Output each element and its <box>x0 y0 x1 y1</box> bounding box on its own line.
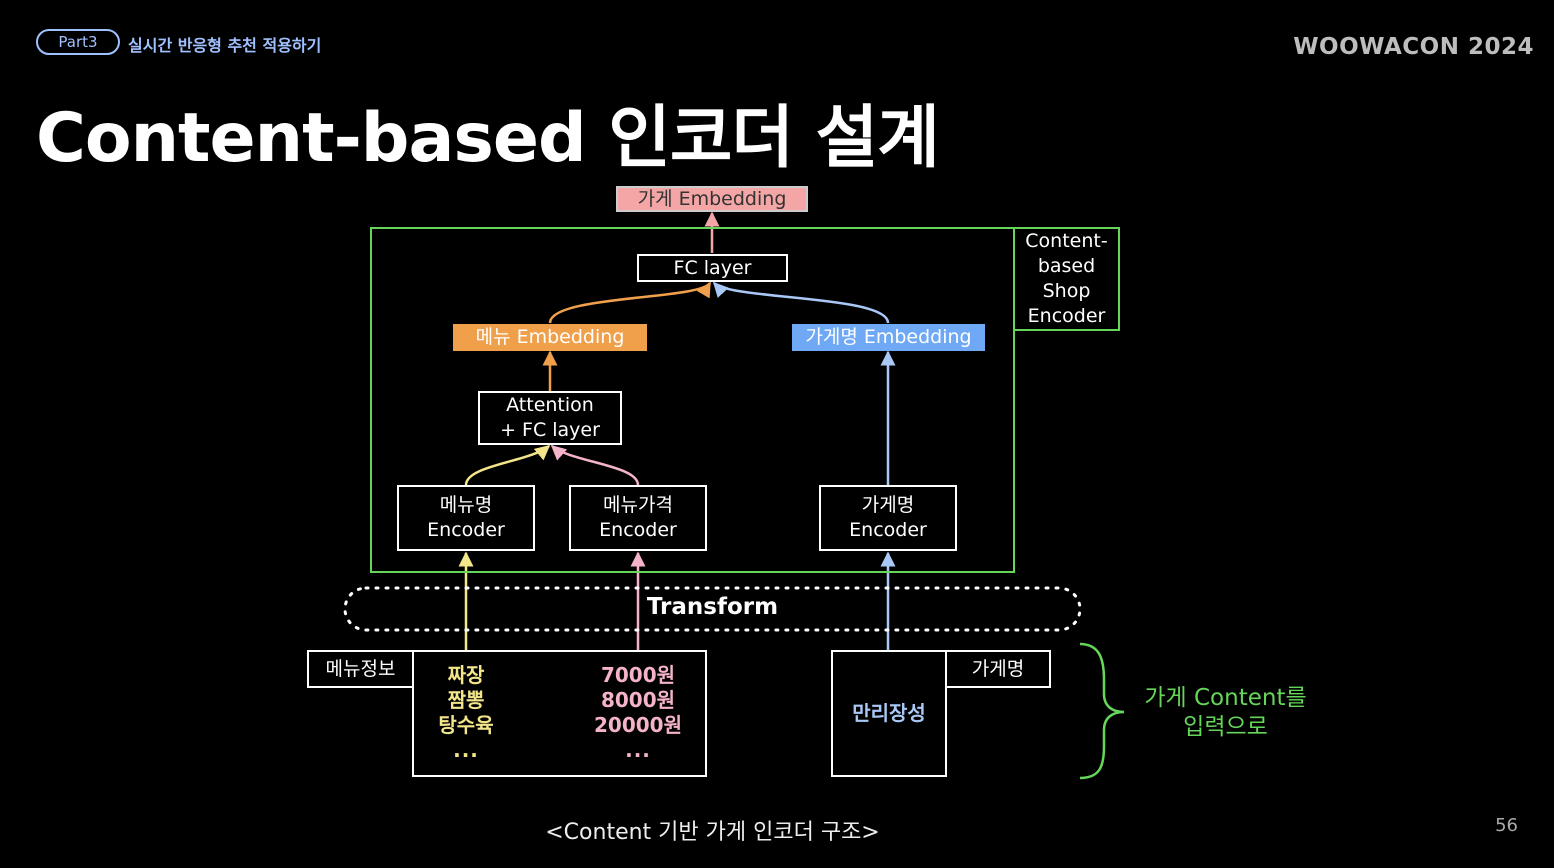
arrow-menu-emb-to-fc <box>548 281 712 324</box>
menuprice-encoder-line1: 메뉴가격 <box>603 494 673 516</box>
attention-label-line1: Attention <box>506 394 594 416</box>
arrow-shop-emb-to-fc <box>712 281 890 324</box>
menu-price-item: 20000원 <box>594 713 682 737</box>
breadcrumb: 실시간 반응형 추천 적용하기 <box>128 36 322 55</box>
menu-name-item: 탕수육 <box>438 713 494 737</box>
input-note-line1: 가게 Content를 <box>1144 685 1307 711</box>
transform-label: Transform <box>646 594 779 620</box>
menu-embedding-box: 메뉴 Embedding <box>453 324 647 351</box>
shop-encoder-label: Content- based Shop Encoder <box>1013 227 1120 331</box>
arrow-menuprice-to-attention <box>550 445 640 486</box>
page-title: Content-based 인코더 설계 <box>36 99 940 178</box>
menu-name-item: 짜장 <box>447 663 485 687</box>
menu-names-list: 짜장 짬뽕 탕수육 ... <box>416 663 516 763</box>
menu-prices-list: 7000원 8000원 20000원 ... <box>578 663 698 763</box>
menu-price-item: 8000원 <box>600 688 676 712</box>
page-number: 56 <box>1495 815 1518 836</box>
brand-logo: WOOWACON 2024 <box>1293 34 1534 60</box>
menu-info-label: 메뉴정보 <box>307 650 414 688</box>
menu-price-ellipsis: ... <box>625 738 651 762</box>
shopname-label: 가게명 <box>945 650 1051 688</box>
menu-price-item: 7000원 <box>600 663 676 687</box>
menuprice-encoder-box: 메뉴가격 Encoder <box>569 485 707 551</box>
menuname-encoder-box: 메뉴명 Encoder <box>397 485 535 551</box>
menuname-encoder-line2: Encoder <box>427 519 505 541</box>
fc-layer-box: FC layer <box>637 254 788 282</box>
attention-fc-box: Attention + FC layer <box>478 391 622 445</box>
attention-label-line2: + FC layer <box>500 419 600 441</box>
shop-embedding-output: 가게 Embedding <box>616 186 808 212</box>
input-note: 가게 Content를 입력으로 <box>1128 684 1323 742</box>
encoder-label-line3: Shop <box>1042 280 1091 302</box>
input-brace <box>1079 642 1125 780</box>
diagram-caption: <Content 기반 가게 인코더 구조> <box>545 820 880 845</box>
encoder-label-line1: Content- <box>1025 230 1108 252</box>
shopname-encoder-box: 가게명 Encoder <box>819 485 957 551</box>
part-badge: Part3 <box>36 29 120 55</box>
menu-name-ellipsis: ... <box>453 738 479 762</box>
shop-encoder-frame <box>370 227 1015 573</box>
menu-info-input-box <box>412 650 707 777</box>
shopname-input-box: 만리장성 <box>831 650 947 777</box>
shopname-encoder-line2: Encoder <box>849 519 927 541</box>
input-note-line2: 입력으로 <box>1183 714 1268 740</box>
menu-name-item: 짬뽕 <box>447 688 485 712</box>
shopname-embedding-box: 가게명 Embedding <box>792 324 985 351</box>
menuprice-encoder-line2: Encoder <box>599 519 677 541</box>
encoder-label-line2: based <box>1037 255 1096 277</box>
menuname-encoder-line1: 메뉴명 <box>439 494 493 516</box>
encoder-label-line4: Encoder <box>1027 305 1106 327</box>
arrow-menuname-to-attention <box>464 445 551 486</box>
shopname-encoder-line1: 가게명 <box>861 494 915 516</box>
